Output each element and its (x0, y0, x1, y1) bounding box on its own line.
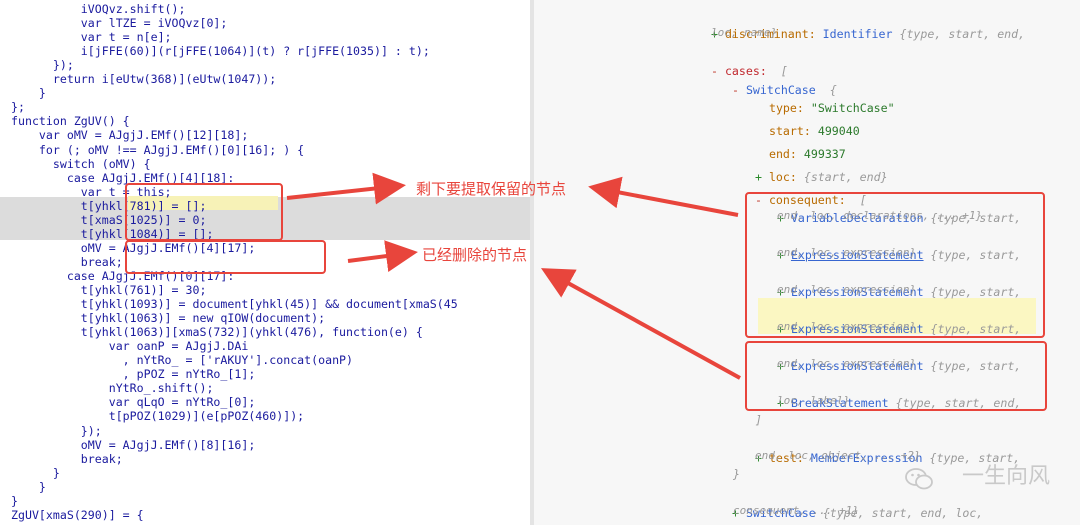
ast-node-row[interactable]: + ExpressionStatement {type, start, (776, 322, 1022, 336)
code-line: t[yhkl(761)] = 30; (11, 283, 207, 297)
code-line: function ZgUV() { (11, 114, 130, 129)
ast-node-row[interactable]: + VariableDeclaration {type, start, (776, 211, 1022, 225)
code-line: i[jFFE(60)](r[jFFE(1064)](t) ? r[jFFE(10… (11, 44, 430, 59)
expand-icon[interactable]: + (776, 396, 791, 410)
ast-discriminant-row[interactable]: + discriminant: Identifier {type, start,… (710, 27, 1026, 41)
kept-ast-box (745, 192, 1045, 338)
expand-icon[interactable]: + (776, 285, 791, 299)
ast-cases-row[interactable]: - cases: [ (710, 64, 788, 78)
code-line: t[yhkl(1063)][xmaS(732)](yhkl(476), func… (11, 325, 423, 340)
ast-discriminant-meta: loc, name} (711, 26, 778, 39)
watermark: 一生向风 (961, 464, 1050, 489)
ast-node-meta: end, loc, expression} (777, 246, 917, 259)
ast-node-meta: end, loc, expression} (777, 320, 917, 333)
expand-icon[interactable]: + (776, 211, 791, 225)
ast-consequent-row[interactable]: - consequent: [ (754, 193, 867, 207)
ast-switchcase-row[interactable]: - SwitchCase { (731, 83, 837, 97)
code-line: break; (11, 451, 123, 466)
expand-icon[interactable]: + (776, 359, 791, 373)
code-panel (0, 0, 530, 525)
expand-icon[interactable]: + (754, 170, 769, 184)
code-line: , pPOZ = nYtRo_[1]; (11, 367, 256, 382)
ast-test-meta: end, loc, object, ... +2} (755, 449, 921, 462)
ast-switchcase2-meta: consequent, ... +1} (733, 504, 859, 517)
ast-panel (534, 0, 1080, 525)
panel-divider[interactable] (530, 0, 534, 525)
code-line: }; (11, 100, 25, 115)
code-line: for (; oMV !== AJgjJ.EMf()[0][16]; ) { (11, 142, 305, 157)
code-line: t[yhkl(781)] = []; (11, 198, 207, 213)
ast-node-meta: end, loc, declarations, ... +1} (777, 209, 983, 222)
code-line: break; (11, 254, 123, 269)
code-line: } (11, 493, 18, 508)
ast-test-row[interactable]: + test: MemberExpression {type, start, (754, 451, 1021, 465)
ast-node-meta: end, loc, expression} (777, 283, 917, 296)
code-line: } (11, 465, 60, 480)
kept-code-box (125, 183, 283, 241)
ast-close-brace: } (733, 467, 740, 481)
collapse-icon[interactable]: - (754, 193, 769, 207)
code-line: t[pPOZ(1029)](e[pPOZ(460)]); (11, 409, 305, 424)
code-line: return i[eUtw(368)](eUtw(1047)); (11, 72, 277, 87)
code-line: case AJgjJ.EMf()[4][18]: (11, 170, 235, 185)
ast-node-meta: end, loc, expression} (777, 357, 917, 370)
ast-start-row: start: 499040 (768, 124, 860, 138)
expand-icon[interactable]: + (754, 451, 769, 465)
ast-node-row[interactable]: + ExpressionStatement {type, start, (776, 248, 1022, 262)
deleted-code-box (125, 240, 326, 274)
deleted-nodes-label: 已经删除的节点 (422, 246, 528, 264)
code-line: nYtRo_.shift(); (11, 381, 214, 396)
code-line: }); (11, 423, 102, 438)
ast-type-row: type: "SwitchCase" (768, 101, 895, 115)
ast-node-row[interactable]: + ExpressionStatement {type, start, (776, 285, 1022, 299)
ast-node-row[interactable]: + ExpressionStatement {type, start, (776, 359, 1022, 373)
expand-icon[interactable]: + (776, 322, 791, 336)
code-line: , nYtRo_ = ['rAKUY'].concat(oanP) (11, 353, 354, 368)
code-line: t[yhkl(1063)] = new qIOW(document); (11, 311, 326, 326)
ast-end-row: end: 499337 (768, 147, 846, 161)
expand-icon[interactable]: + (731, 506, 746, 520)
code-line: oMV = AJgjJ.EMf()[4][17]; (11, 240, 256, 255)
collapse-icon[interactable]: - (731, 83, 746, 97)
code-line: var t = this; (11, 184, 172, 199)
ast-close-bracket: ] (755, 413, 762, 427)
collapse-icon[interactable]: - (710, 64, 725, 78)
expand-icon[interactable]: + (776, 248, 791, 262)
kept-nodes-label: 剩下要提取保留的节点 (416, 180, 567, 198)
code-line: t[yhkl(1093)] = document[yhkl(45)] && do… (11, 297, 458, 312)
code-line: } (11, 86, 46, 101)
deleted-ast-box (745, 341, 1047, 411)
code-line: ZgUV[xmaS(290)] = { (11, 507, 144, 522)
ast-switchcase2-row[interactable]: + SwitchCase {type, start, end, loc, (731, 506, 984, 520)
ast-loc-row[interactable]: + loc: {start, end} (754, 170, 888, 184)
ast-node-row[interactable]: + BreakStatement {type, start, end, (776, 396, 1022, 410)
code-line: oMV = AJgjJ.EMf()[8][16]; (11, 437, 256, 452)
code-line: var qLqO = nYtRo_[0]; (11, 395, 256, 410)
code-line: var oanP = AJgjJ.DAi (11, 339, 249, 354)
code-line: }); (11, 58, 74, 73)
wechat-icon (905, 468, 933, 490)
ast-node-meta: loc, label} (777, 394, 850, 407)
code-line: switch (oMV) { (11, 156, 151, 171)
expand-icon[interactable]: + (710, 27, 725, 41)
code-line: iVOQvz.shift(); (11, 2, 186, 16)
code-line: var lTZE = iVOQvz[0]; (11, 16, 228, 31)
code-line: var t = n[e]; (11, 30, 172, 45)
code-line: var oMV = AJgjJ.EMf()[12][18]; (11, 128, 249, 143)
ast-highlight (758, 298, 1036, 334)
line-highlight (128, 196, 278, 210)
code-line: } (11, 479, 46, 494)
